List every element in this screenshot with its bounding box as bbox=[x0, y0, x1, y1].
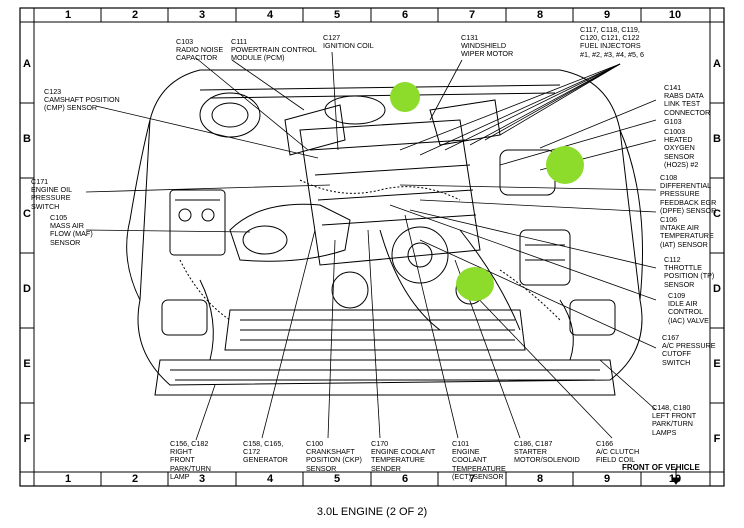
row-label-b: B bbox=[23, 133, 31, 145]
column-label-7: 7 bbox=[468, 9, 476, 21]
row-label-c: C bbox=[23, 208, 31, 220]
row-label-a: A bbox=[23, 58, 31, 70]
column-label-2: 2 bbox=[131, 9, 139, 21]
column-label-5: 5 bbox=[333, 9, 341, 21]
callout-c111: C111 POWERTRAIN CONTROL MODULE (PCM) bbox=[231, 37, 317, 63]
column-label-6: 6 bbox=[401, 9, 409, 21]
column-label-bottom-1: 1 bbox=[64, 473, 72, 485]
column-label-bottom-3: 3 bbox=[198, 473, 206, 485]
callout-c171: C171 ENGINE OIL PRESSURE SWITCH bbox=[31, 177, 73, 211]
row-label-f: F bbox=[23, 433, 31, 445]
callout-c109: C109 IDLE AIR CONTROL (IAC) VALVE bbox=[668, 291, 709, 325]
row-label-right-e: E bbox=[713, 358, 721, 370]
callout-c100: C100 CRANKSHAFT POSITION (CKP) SENSOR bbox=[306, 439, 362, 473]
callout-c156: C156, C182 RIGHT FRONT PARK/TURN LAMP bbox=[170, 439, 211, 481]
callout-c166: C166 A/C CLUTCH FIELD COIL bbox=[596, 439, 640, 465]
column-label-bottom-4: 4 bbox=[266, 473, 274, 485]
column-label-3: 3 bbox=[198, 9, 206, 21]
callout-c131: C131 WINDSHIELD WIPER MOTOR bbox=[461, 33, 514, 59]
callout-c148: C148, C180 LEFT FRONT PARK/TURN LAMPS bbox=[652, 403, 697, 437]
callout-c141: C141 RABS DATA LINK TEST CONNECTOR bbox=[664, 83, 711, 117]
callout-c158: C158, C165, C172 GENERATOR bbox=[243, 439, 288, 465]
column-label-1: 1 bbox=[64, 9, 72, 21]
callout-c106: C106 INTAKE AIR TEMPERATURE (IAT) SENSOR bbox=[660, 215, 714, 249]
front-of-vehicle-label: FRONT OF VEHICLE bbox=[622, 463, 700, 472]
diagram-caption: 3.0L ENGINE (2 OF 2) bbox=[316, 506, 428, 518]
callout-g103: G103 bbox=[664, 117, 682, 126]
callout-c186: C186, C187 STARTER MOTOR/SOLENOID bbox=[514, 439, 580, 465]
callout-c112: C112 THROTTLE POSITION (TP) SENSOR bbox=[664, 255, 715, 289]
column-label-10: 10 bbox=[668, 9, 682, 21]
column-label-8: 8 bbox=[536, 9, 544, 21]
column-label-bottom-8: 8 bbox=[536, 473, 544, 485]
callout-c105: C105 MASS AIR FLOW (MAF) SENSOR bbox=[50, 213, 93, 247]
callout-c170: C170 ENGINE COOLANT TEMPERATURE SENDER bbox=[371, 439, 436, 473]
column-label-bottom-6: 6 bbox=[401, 473, 409, 485]
callout-c167: C167 A/C PRESSURE CUTOFF SWITCH bbox=[662, 333, 716, 367]
callout-c127: C127 IGNITION COIL bbox=[323, 33, 374, 51]
column-label-9: 9 bbox=[603, 9, 611, 21]
column-label-bottom-2: 2 bbox=[131, 473, 139, 485]
column-label-bottom-10: 10 bbox=[668, 473, 682, 485]
callout-c108: C108 DIFFERENTIAL PRESSURE FEEDBACK EGR … bbox=[660, 173, 717, 215]
column-label-bottom-5: 5 bbox=[333, 473, 341, 485]
row-label-d: D bbox=[23, 283, 31, 295]
callout-c103: C103 RADIO NOISE CAPACITOR bbox=[176, 37, 224, 63]
column-label-bottom-7: 7 bbox=[468, 473, 476, 485]
callout-c1003: C1003 HEATED OXYGEN SENSOR (HO2S) #2 bbox=[664, 127, 699, 169]
row-label-right-d: D bbox=[713, 283, 721, 295]
callout-c117: C117, C118, C119, C120, C121, C122 FUEL … bbox=[580, 25, 644, 59]
row-label-right-b: B bbox=[713, 133, 721, 145]
callout-c123: C123 CAMSHAFT POSITION (CMP) SENSOR bbox=[44, 87, 120, 113]
highlight-marker-oxygen-sensor[interactable] bbox=[546, 146, 584, 184]
row-label-e: E bbox=[23, 358, 31, 370]
callout-c101: C101 ENGINE COOLANT TEMPERATURE (ECT) SE… bbox=[452, 439, 506, 481]
column-label-4: 4 bbox=[266, 9, 274, 21]
row-label-right-c: C bbox=[713, 208, 721, 220]
column-label-bottom-9: 9 bbox=[603, 473, 611, 485]
row-label-right-a: A bbox=[713, 58, 721, 70]
highlight-marker-throttle-position[interactable] bbox=[456, 267, 494, 301]
row-label-right-f: F bbox=[713, 433, 721, 445]
highlight-marker-wiper-motor[interactable] bbox=[390, 82, 420, 112]
